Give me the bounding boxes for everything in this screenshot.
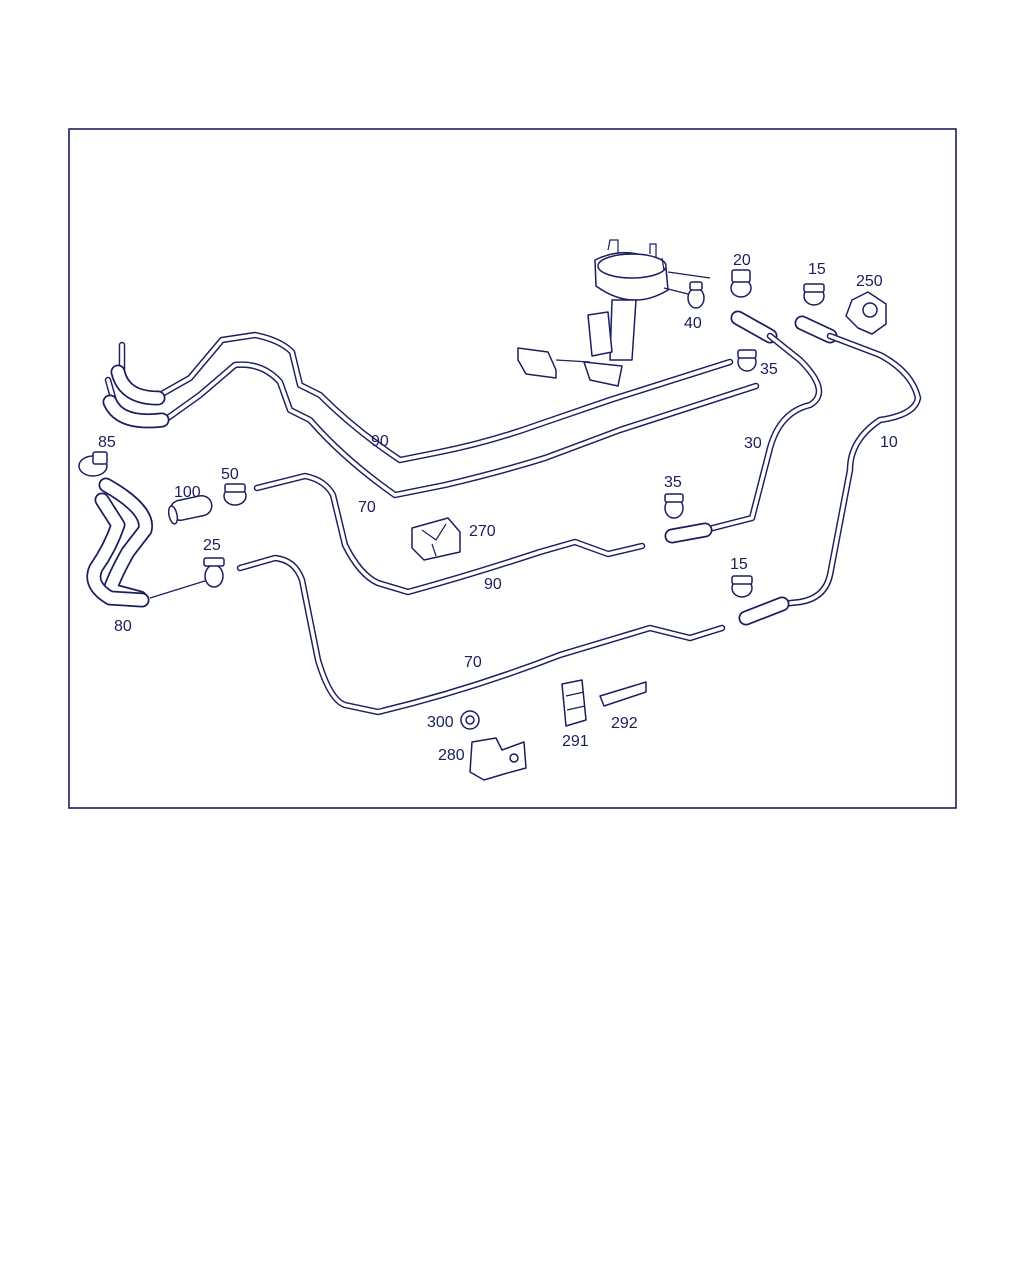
hose-clamp-20 <box>730 269 752 298</box>
fuel-line-10 <box>738 315 922 626</box>
hose-clamp-15-lower <box>731 575 753 598</box>
callout-25: 25 <box>203 537 221 554</box>
callout-90-lower: 90 <box>484 576 502 593</box>
hose-ends-upper <box>102 364 170 429</box>
fuel-line-90-lower <box>253 472 646 596</box>
hose-80 <box>86 477 209 608</box>
fuel-line-30 <box>664 310 823 544</box>
hose-clamp-50 <box>223 483 247 506</box>
callout-40: 40 <box>684 315 702 332</box>
clip-291 <box>561 679 587 727</box>
callout-35-upper: 35 <box>760 361 778 378</box>
hose-clamp-85 <box>78 451 108 477</box>
fuel-pump-sender-unit <box>517 239 711 387</box>
callout-70-lower: 70 <box>464 654 482 671</box>
callout-300: 300 <box>427 714 454 731</box>
callout-80: 80 <box>114 618 132 635</box>
callout-280: 280 <box>438 747 465 764</box>
callout-291: 291 <box>562 733 589 750</box>
callout-292: 292 <box>611 715 638 732</box>
callout-50: 50 <box>221 466 239 483</box>
callout-70-upper: 70 <box>358 499 376 516</box>
callout-30: 30 <box>744 435 762 452</box>
hose-clamp-15-upper <box>803 283 825 306</box>
callout-35-lower: 35 <box>664 474 682 491</box>
connector-tube-100 <box>167 494 213 525</box>
callout-270: 270 <box>469 523 496 540</box>
callout-100: 100 <box>174 484 201 501</box>
hose-clamp-35-upper <box>737 349 757 372</box>
holder-250 <box>845 291 887 335</box>
callout-20: 20 <box>733 252 751 269</box>
holder-270 <box>411 517 461 561</box>
hose-clamp-35-lower <box>664 493 684 519</box>
callout-labels: 10 15 15 20 25 30 35 35 40 50 70 70 80 8… <box>98 252 898 764</box>
callout-250: 250 <box>856 273 883 290</box>
fuel-line-70-lower <box>236 554 726 716</box>
nut-300 <box>460 710 480 730</box>
strip-292 <box>599 681 647 707</box>
hose-clamp-25 <box>203 557 225 588</box>
hose-clamp-40 <box>687 281 705 309</box>
callout-10: 10 <box>880 434 898 451</box>
callout-15-upper: 15 <box>808 261 826 278</box>
callout-90-upper: 90 <box>371 433 389 450</box>
bracket-280 <box>469 737 527 781</box>
callout-85: 85 <box>98 434 116 451</box>
callout-15-lower: 15 <box>730 556 748 573</box>
